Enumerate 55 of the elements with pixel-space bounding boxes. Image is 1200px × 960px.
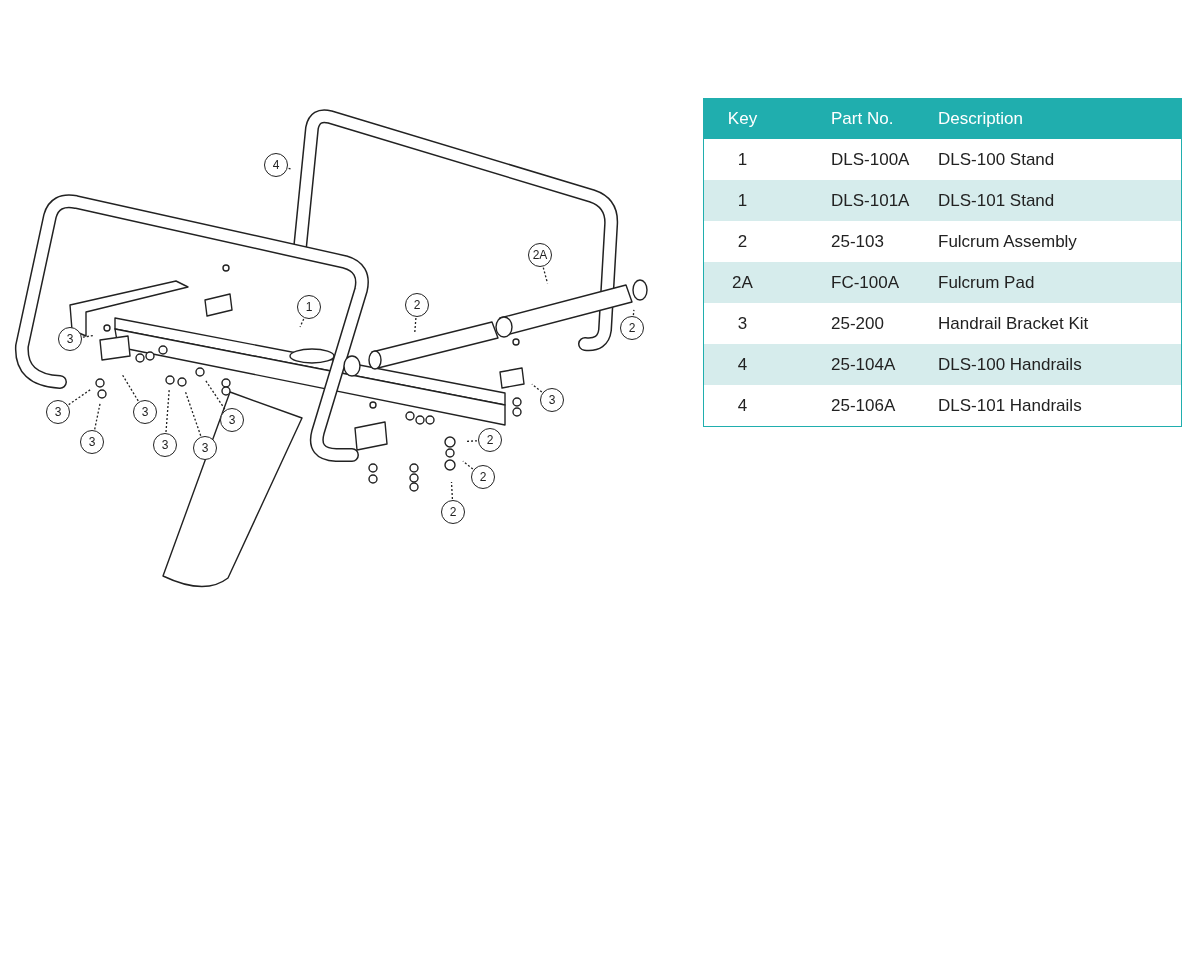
table-cell: DLS-101A bbox=[781, 180, 937, 221]
table-cell: DLS-100 Handrails bbox=[937, 344, 1182, 385]
leader-line bbox=[82, 334, 95, 338]
table-cell: 4 bbox=[703, 344, 781, 385]
leader-line bbox=[465, 440, 478, 443]
leader-line bbox=[462, 460, 474, 470]
callout-number: 1 bbox=[297, 295, 321, 319]
callout-number: 3 bbox=[80, 430, 104, 454]
table-cell: FC-100A bbox=[781, 262, 937, 303]
leader-line bbox=[287, 167, 293, 171]
callout-number: 2A bbox=[528, 243, 552, 267]
callout-number: 3 bbox=[153, 433, 177, 457]
table-cell: 1 bbox=[703, 180, 781, 221]
table-cell: 25-104A bbox=[781, 344, 937, 385]
column-header: Key bbox=[703, 98, 781, 139]
table-cell: 2 bbox=[703, 221, 781, 262]
table-cell: 3 bbox=[703, 303, 781, 344]
leader-line bbox=[94, 403, 101, 430]
callout-number: 2 bbox=[471, 465, 495, 489]
leader-line bbox=[68, 388, 93, 406]
table-cell: Fulcrum Assembly bbox=[937, 221, 1182, 262]
callout-number: 2 bbox=[620, 316, 644, 340]
leader-line bbox=[121, 373, 139, 402]
callout-number: 3 bbox=[193, 436, 217, 460]
callout-number: 3 bbox=[46, 400, 70, 424]
callout-number: 2 bbox=[405, 293, 429, 317]
table-cell: 25-103 bbox=[781, 221, 937, 262]
callout-number: 3 bbox=[133, 400, 157, 424]
callout-number: 3 bbox=[540, 388, 564, 412]
leader-line bbox=[299, 318, 305, 328]
table-cell: DLS-100 Stand bbox=[937, 139, 1182, 180]
table-cell: DLS-101 Stand bbox=[937, 180, 1182, 221]
callout-number: 4 bbox=[264, 153, 288, 177]
leader-line bbox=[450, 481, 454, 500]
table-cell: Handrail Bracket Kit bbox=[937, 303, 1182, 344]
leader-line bbox=[632, 309, 635, 316]
leader-line bbox=[542, 266, 549, 284]
table-cell: DLS-101 Handrails bbox=[937, 385, 1182, 427]
leader-line bbox=[531, 383, 543, 393]
column-header: Description bbox=[937, 98, 1182, 139]
table-cell: 1 bbox=[703, 139, 781, 180]
column-header: Part No. bbox=[781, 98, 937, 139]
leader-line bbox=[165, 389, 170, 433]
callout-number: 2 bbox=[478, 428, 502, 452]
table-cell: 4 bbox=[703, 385, 781, 427]
leader-line bbox=[204, 379, 226, 410]
callout-number: 3 bbox=[58, 327, 82, 351]
leader-line bbox=[184, 390, 202, 437]
table-cell: Fulcrum Pad bbox=[937, 262, 1182, 303]
leader-line bbox=[414, 317, 417, 333]
table-cell: 25-106A bbox=[781, 385, 937, 427]
callout-number: 2 bbox=[441, 500, 465, 524]
table-cell: 2A bbox=[703, 262, 781, 303]
table-cell: DLS-100A bbox=[781, 139, 937, 180]
table-cell: 25-200 bbox=[781, 303, 937, 344]
